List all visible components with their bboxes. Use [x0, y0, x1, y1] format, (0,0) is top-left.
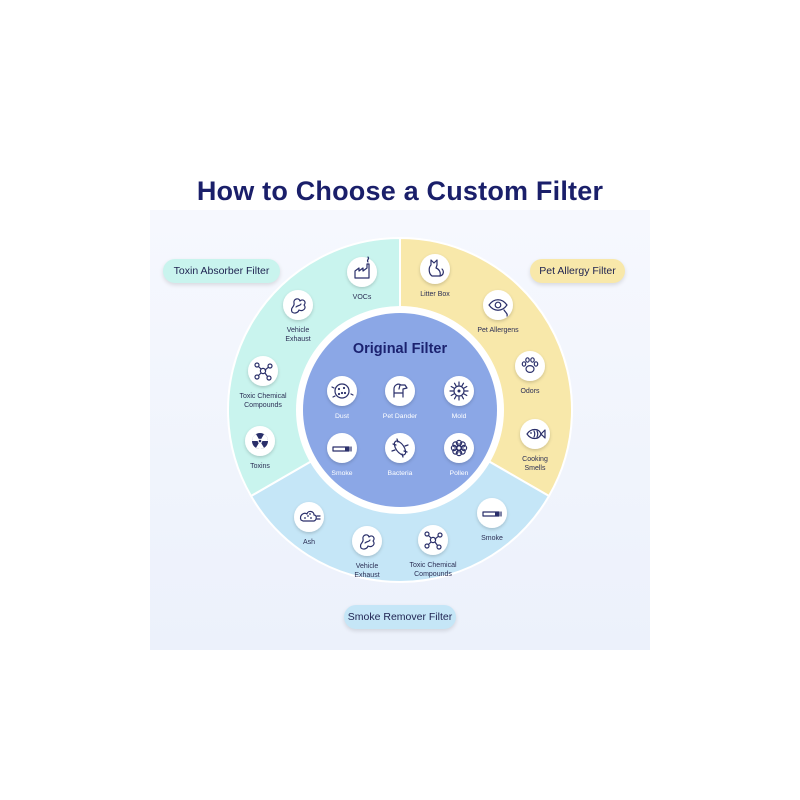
cigarette-icon — [332, 446, 352, 452]
original-item-label: Pet Dander — [383, 413, 418, 420]
pet-item-badge — [483, 290, 513, 320]
pet-item-label: Cooking — [522, 456, 548, 463]
toxin-item-label: Vehicle — [287, 327, 310, 334]
smoke-item-badge — [352, 526, 382, 556]
smoke-item-label: Vehicle — [356, 563, 379, 570]
smoke-item-label: Exhaust — [354, 572, 379, 579]
toxin-item-label: Toxins — [250, 463, 270, 470]
smoke-item-0: Ash — [294, 502, 324, 546]
toxin-item-badge — [347, 257, 377, 287]
original-item-1: Pet Dander — [383, 376, 418, 420]
original-item-badge — [444, 433, 474, 463]
smoke-item-label: Ash — [303, 539, 315, 546]
dust-icon — [331, 383, 354, 399]
eye-icon — [488, 299, 508, 317]
pet-item-label: Litter Box — [420, 291, 450, 298]
original-item-label: Pollen — [450, 470, 469, 477]
fish-icon — [526, 428, 546, 440]
original-filter-title: Original Filter — [353, 341, 448, 357]
page-title: How to Choose a Custom Filter — [196, 176, 604, 206]
molecule-icon — [424, 531, 443, 550]
exhaust-icon — [290, 298, 306, 314]
original-item-5: Pollen — [444, 433, 474, 477]
original-item-label: Bacteria — [388, 470, 413, 477]
original-item-2: Mold — [444, 376, 474, 420]
original-item-badge — [327, 433, 357, 463]
original-item-badge — [385, 376, 415, 406]
pet-item-label: Pet Allergens — [477, 327, 519, 334]
original-item-label: Smoke — [331, 470, 352, 477]
smoke-item-badge — [477, 498, 507, 528]
smoke-remover-filter-label: Smoke Remover Filter — [344, 605, 456, 629]
original-item-badge — [327, 376, 357, 406]
toxin-item-badge — [248, 356, 278, 386]
smoke-item-label: Smoke — [481, 535, 503, 542]
original-item-label: Mold — [452, 413, 467, 420]
pet-item-badge — [420, 254, 450, 284]
toxin-item-label: Toxic Chemical — [239, 393, 287, 400]
factory-icon — [354, 256, 370, 279]
toxin-item-label: Compounds — [244, 402, 282, 409]
pet-item-1: Pet Allergens — [477, 290, 519, 334]
original-item-0: Dust — [327, 376, 357, 420]
dog-icon — [393, 383, 408, 398]
toxin-item-label: Exhaust — [285, 336, 310, 343]
smoke-item-badge — [418, 525, 448, 555]
toxin-item-3: Toxins — [245, 426, 275, 470]
original-item-4: Bacteria — [385, 433, 415, 477]
cigarette-icon — [482, 511, 502, 517]
radiation-icon — [252, 433, 268, 449]
toxin-item-0: VOCs — [347, 256, 377, 301]
smoke-item-label: Toxic Chemical — [409, 562, 457, 569]
pet-item-label: Odors — [520, 388, 540, 395]
smoke-item-badge — [294, 502, 324, 532]
smoke-item-label: Compounds — [414, 571, 452, 578]
paw-icon — [521, 357, 539, 374]
toxin-item-badge — [283, 290, 313, 320]
exhaust-icon — [359, 534, 375, 550]
original-item-label: Dust — [335, 413, 349, 420]
toxin-item-label: VOCs — [353, 294, 372, 301]
pet-item-0: Litter Box — [420, 254, 450, 298]
toxin-absorber-filter-label: Toxin Absorber Filter — [163, 259, 280, 283]
bacteria-icon — [391, 438, 409, 458]
molecule-icon — [254, 362, 273, 381]
pet-allergy-filter-label: Pet Allergy Filter — [530, 259, 625, 283]
original-item-badge — [385, 433, 415, 463]
original-item-3: Smoke — [327, 433, 357, 477]
cat-icon — [428, 259, 444, 277]
mold-icon — [449, 381, 469, 401]
pollen-icon — [450, 439, 468, 457]
pet-item-2: Odors — [515, 351, 545, 395]
ash-icon — [299, 510, 321, 522]
pet-item-label: Smells — [524, 465, 546, 472]
smoke-item-3: Smoke — [477, 498, 507, 542]
